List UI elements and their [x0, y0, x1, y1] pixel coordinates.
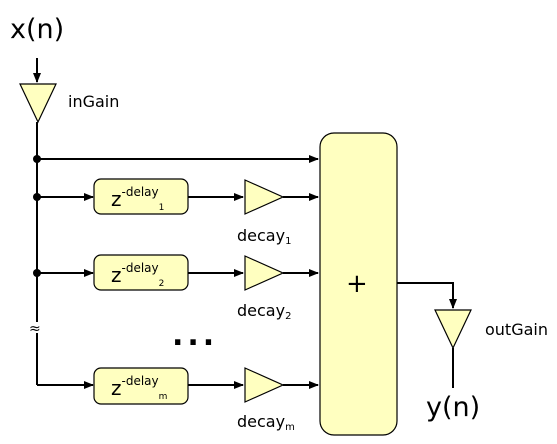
decay-amplifier-2 [244, 255, 285, 291]
decay-amplifier-m [244, 367, 285, 403]
delay-label-m: z-delaym [111, 374, 167, 402]
in-gain-amplifier [19, 83, 57, 124]
out-gain-label: outGain [485, 320, 548, 339]
delay-label-2: z-delay2 [111, 261, 164, 289]
decay-label-1: decay1 [237, 226, 291, 247]
delay-label-1: z-delay1 [111, 185, 164, 213]
decay-label-m: decaym [237, 412, 295, 433]
trunk-break-mark: ≈ [29, 321, 41, 337]
input-label: x(n) [10, 14, 64, 45]
summation-symbol: + [346, 269, 368, 299]
output-label: y(n) [426, 392, 480, 423]
decay-label-2: decay2 [237, 301, 291, 322]
ellipsis: ... [172, 318, 218, 353]
decay-amplifier-1 [244, 179, 285, 215]
in-gain-label: inGain [68, 92, 119, 111]
output-path [397, 282, 457, 309]
out-gain-amplifier [434, 309, 472, 350]
